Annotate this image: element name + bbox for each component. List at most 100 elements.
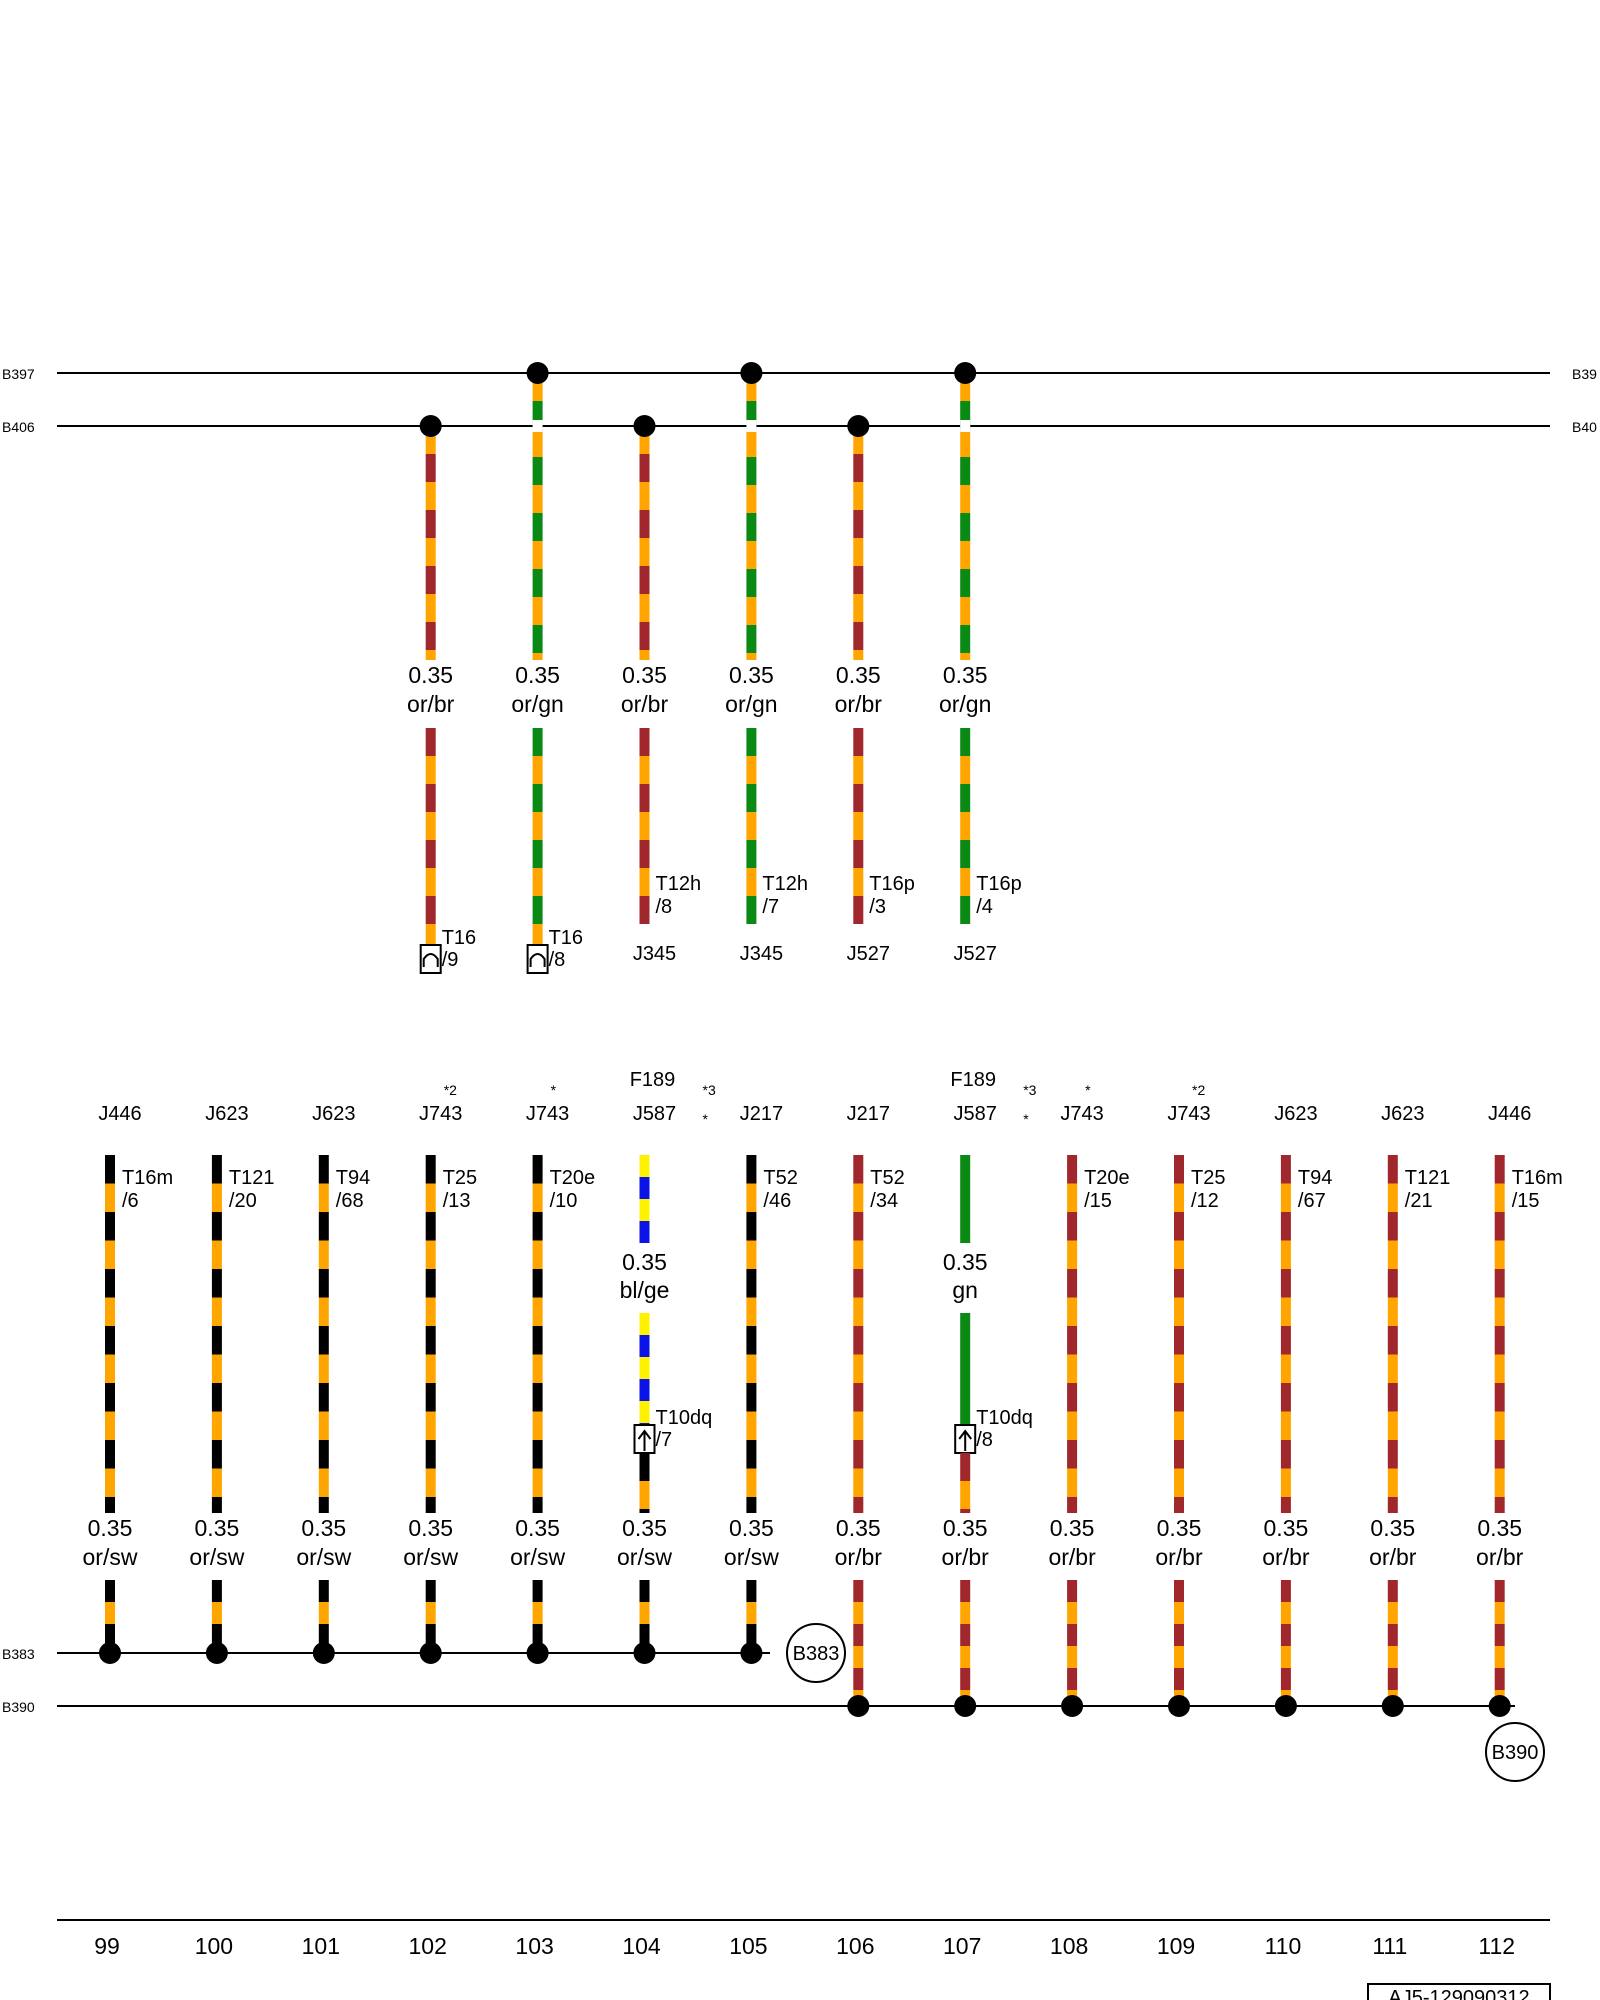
bottom-wire-109-pin-name: T25 — [1191, 1167, 1225, 1189]
top-wire-5-pin-num: /3 — [869, 896, 886, 918]
bottom-wire-104-pin-num: /7 — [656, 1429, 673, 1451]
bottom-wire-102-component: J743 — [419, 1103, 462, 1125]
bottom-wire-101-color: or/sw — [296, 1544, 351, 1570]
bottom-wire-111-gauge: 0.35 — [1370, 1515, 1415, 1541]
bottom-wire-105-middle — [746, 1155, 757, 1513]
bottom-wire-109-junction — [1168, 1695, 1190, 1717]
top-wire-6-pin-name: T16p — [976, 873, 1022, 895]
bottom-wire-109-note: *2 — [1192, 1082, 1205, 1098]
bottom-wire-104-upper-color: bl/ge — [620, 1277, 670, 1303]
bottom-wire-104-upper-top — [639, 1155, 650, 1243]
top-wire-3-upper — [639, 426, 650, 660]
top-wire-6-junction — [954, 362, 977, 384]
bottom-wire-111-pin-name: T121 — [1405, 1167, 1451, 1189]
top-wire-1-lower — [425, 728, 436, 945]
top-wire-4-lower — [746, 728, 757, 924]
bottom-wire-103-color: or/sw — [510, 1544, 565, 1570]
bottom-wire-107-note2: * — [1023, 1111, 1029, 1127]
bottom-wire-99-pin-num: /6 — [122, 1190, 139, 1212]
bottom-wires: J446T16m/60.35or/swJ623T121/200.35or/swJ… — [83, 1069, 1563, 1717]
bottom-wire-99-pin-name: T16m — [122, 1167, 173, 1189]
bottom-wire-107-component-top: F189 — [950, 1069, 996, 1091]
top-wire-3-color: or/br — [621, 691, 669, 717]
splice-b383: B383 — [786, 1623, 846, 1683]
bottom-wire-107-upper-bottom — [960, 1313, 971, 1425]
column-number-108: 108 — [1050, 1933, 1088, 1959]
top-wire-5-upper — [853, 426, 864, 660]
column-number-101: 101 — [302, 1933, 340, 1959]
bottom-wire-104-color: or/sw — [617, 1544, 672, 1570]
bottom-wire-112-gauge: 0.35 — [1477, 1515, 1522, 1541]
bottom-wire-102-junction — [419, 1642, 442, 1664]
bottom-wire-104-gauge: 0.35 — [622, 1515, 667, 1541]
bottom-wire-105-component: J217 — [740, 1103, 783, 1125]
bottom-wire-107-upper-color: gn — [952, 1277, 978, 1303]
rail-label-b390-left: B390 — [2, 1699, 35, 1715]
bottom-wire-107-junction — [954, 1695, 977, 1717]
column-number-100: 100 — [195, 1933, 233, 1959]
top-wire-1-pin-name: T16 — [442, 927, 476, 949]
top-wire-3-junction — [633, 415, 656, 437]
bottom-wire-101-component: J623 — [312, 1103, 355, 1125]
bottom-wire-112-junction — [1488, 1695, 1511, 1717]
bottom-wire-112-pin-num: /15 — [1512, 1190, 1540, 1212]
rail-label-b406-right: B40 — [1572, 419, 1597, 435]
bottom-wire-104-component: J587 — [633, 1103, 676, 1125]
bottom-wire-110-component: J623 — [1274, 1103, 1317, 1125]
svg-text:B390: B390 — [1492, 1742, 1539, 1764]
bottom-wire-110-middle — [1280, 1155, 1291, 1513]
top-wire-6-pin-num: /4 — [976, 896, 993, 918]
bottom-wire-111-middle — [1387, 1155, 1398, 1513]
bottom-wire-112-lower — [1494, 1580, 1505, 1706]
top-wire-6-component: J527 — [954, 943, 997, 965]
top-wire-4-gauge: 0.35 — [729, 662, 774, 688]
column-number-112: 112 — [1478, 1933, 1515, 1959]
column-number-106: 106 — [836, 1933, 874, 1959]
bottom-wire-100-junction — [205, 1642, 228, 1664]
bottom-wire-111-component: J623 — [1381, 1103, 1424, 1125]
bottom-wire-102-note: *2 — [444, 1082, 457, 1098]
bottom-wire-107-note: *3 — [1023, 1082, 1036, 1098]
bottom-wire-112-component: J446 — [1488, 1103, 1531, 1125]
bottom-wire-105-gauge: 0.35 — [729, 1515, 774, 1541]
column-number-99: 99 — [94, 1933, 120, 1959]
top-wire-5-component: J527 — [847, 943, 890, 965]
top-wire-2-color: or/gn — [511, 691, 563, 717]
top-wire-1-gauge: 0.35 — [408, 662, 453, 688]
bottom-wire-102-pin-name: T25 — [443, 1167, 477, 1189]
bottom-wire-108-junction — [1061, 1695, 1084, 1717]
top-wire-6-lower — [960, 728, 971, 924]
bottom-wire-110-gauge: 0.35 — [1264, 1515, 1309, 1541]
bottom-wire-108-pin-num: /15 — [1084, 1190, 1112, 1212]
top-wire-1-upper — [425, 426, 436, 660]
bottom-wire-104-note: *3 — [703, 1082, 716, 1098]
bottom-wire-106-pin-num: /34 — [870, 1190, 898, 1212]
top-wire-6-upper — [960, 373, 971, 660]
bottom-wire-106-pin-name: T52 — [870, 1167, 904, 1189]
bottom-wire-108-gauge: 0.35 — [1050, 1515, 1095, 1541]
rail-label-b406-left: B406 — [2, 419, 35, 435]
bottom-wire-100-component: J623 — [205, 1103, 248, 1125]
bottom-wire-107-lower — [960, 1580, 971, 1706]
rail-label-b397-left: B397 — [2, 366, 35, 382]
top-wire-5-junction — [847, 415, 870, 437]
bottom-wire-102-gauge: 0.35 — [408, 1515, 453, 1541]
column-number-111: 111 — [1372, 1933, 1407, 1959]
bottom-wire-110-color: or/br — [1262, 1544, 1310, 1570]
bottom-wire-99-gauge: 0.35 — [88, 1515, 133, 1541]
top-wire-4-junction — [740, 362, 763, 384]
bottom-wire-109-pin-num: /12 — [1191, 1190, 1219, 1212]
top-wire-1-color: or/br — [407, 691, 455, 717]
bottom-wire-107-connector — [954, 1424, 977, 1454]
top-wire-4-upper — [746, 373, 757, 660]
splice-b390: B390 — [1485, 1722, 1545, 1782]
bottom-wire-108-middle — [1067, 1155, 1078, 1513]
bottom-wire-102-middle — [425, 1155, 436, 1513]
column-number-109: 109 — [1157, 1933, 1195, 1959]
top-wire-6-color: or/gn — [939, 691, 991, 717]
bottom-wire-104-upper-gauge: 0.35 — [622, 1249, 667, 1275]
top-wire-5-gauge: 0.35 — [836, 662, 881, 688]
bottom-wire-109-middle — [1174, 1155, 1184, 1513]
top-wire-5-color: or/br — [835, 691, 883, 717]
top-wire-2-connector — [526, 944, 549, 974]
